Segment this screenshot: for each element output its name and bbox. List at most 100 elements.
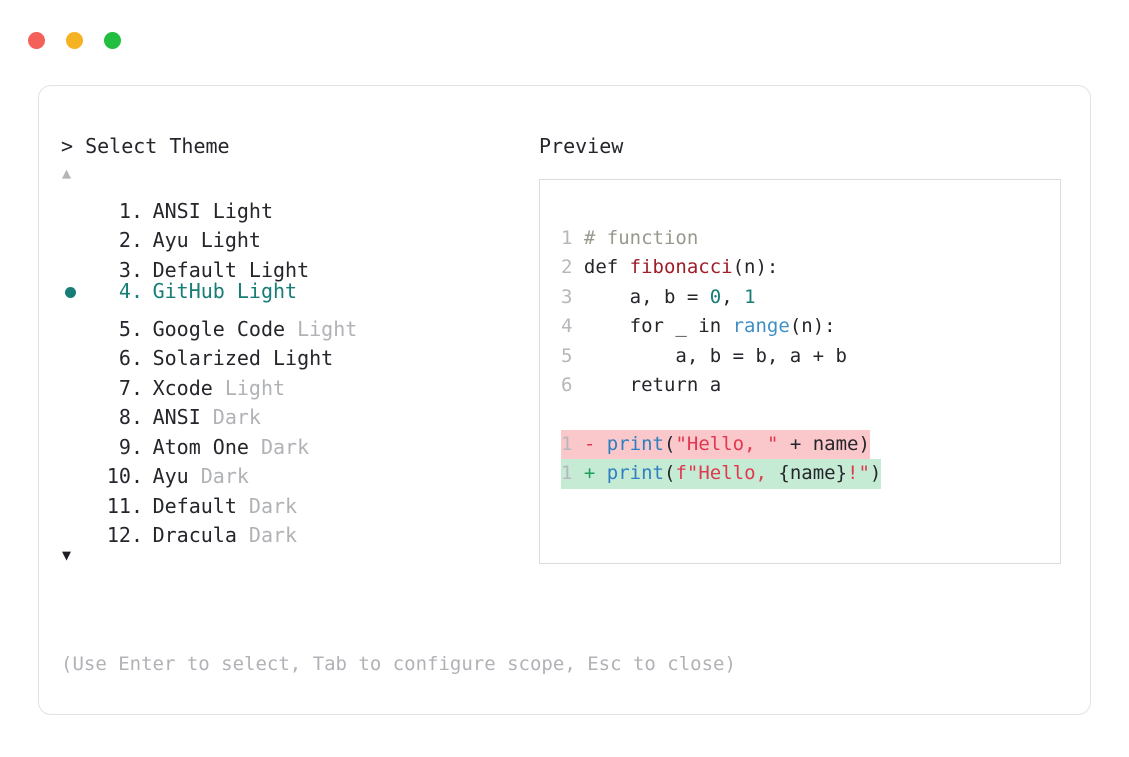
- theme-item-variant: Light: [200, 198, 274, 223]
- selected-bullet-icon: [65, 286, 76, 298]
- theme-list: 1.ANSI Light 2.Ayu Light 3.Default Light…: [61, 188, 531, 547]
- code-line: 5 a, b = b, a + b: [561, 342, 881, 371]
- theme-item-variant: Light: [224, 278, 298, 303]
- selection-indicator-cell: [61, 483, 91, 513]
- selection-indicator-cell: [61, 513, 91, 543]
- code-line: 3 a, b = 0, 1: [561, 283, 881, 312]
- theme-item-variant: Dark: [248, 434, 310, 459]
- diff-line-row: 1 + print(f"Hello, {name}!"): [561, 459, 882, 489]
- theme-item-name: Default: [152, 257, 237, 282]
- selection-indicator-cell: [61, 424, 91, 454]
- maximize-icon[interactable]: [104, 32, 121, 49]
- line-number: 1: [561, 432, 584, 455]
- theme-item-number: 8.: [106, 405, 143, 429]
- theme-item-name: Solarized: [152, 346, 261, 370]
- theme-item-name: Default: [152, 493, 237, 518]
- code-token: print: [606, 462, 664, 485]
- code-token: !": [847, 462, 870, 485]
- diff-sign: +: [583, 462, 607, 485]
- theme-list-item[interactable]: 1.ANSI Light: [61, 188, 531, 223]
- theme-item-number: 10.: [106, 464, 143, 488]
- selection-indicator-cell: [61, 306, 91, 336]
- theme-item-name: Atom One: [152, 434, 249, 459]
- panes: > Select Theme ▲ 1.ANSI Light 2.Ayu Ligh…: [39, 86, 1090, 714]
- preview-label: Preview: [539, 134, 624, 158]
- theme-item-name: GitHub: [152, 278, 225, 303]
- code-token: ): [869, 462, 882, 485]
- code-token: 1: [744, 285, 756, 308]
- theme-item-variant: Dark: [188, 464, 249, 488]
- code-token: # function: [583, 227, 699, 249]
- line-number: 5: [561, 344, 584, 367]
- theme-item-number: 1.: [106, 198, 143, 223]
- theme-item-variant: Light: [188, 228, 261, 252]
- selection-indicator-cell: [61, 395, 91, 425]
- theme-item-number: 11.: [106, 493, 143, 518]
- theme-item-name: Ayu: [152, 464, 189, 488]
- theme-item-variant: Light: [285, 316, 358, 341]
- theme-list-item[interactable]: 4.GitHub Light: [61, 277, 531, 307]
- scroll-up-icon[interactable]: ▲: [62, 164, 72, 182]
- diff-line-row: 1 - print("Hello, " + name): [561, 429, 881, 460]
- theme-list-item[interactable]: 8. ANSI Dark: [61, 395, 531, 429]
- theme-list-item[interactable]: 11.Default Dark: [61, 483, 531, 518]
- theme-list-item[interactable]: 7.Xcode Light: [61, 365, 531, 400]
- code-token: f"Hello,: [675, 462, 779, 485]
- selection-indicator-cell: [61, 365, 91, 395]
- code-token: range: [732, 315, 790, 338]
- line-number: 4: [561, 315, 584, 338]
- theme-item-variant: Light: [236, 257, 310, 282]
- keyboard-hint: (Use Enter to select, Tab to configure s…: [61, 653, 736, 675]
- minimize-icon[interactable]: [66, 32, 83, 49]
- code-token: a, b =: [583, 285, 710, 308]
- theme-list-item[interactable]: 12.Dracula Dark: [61, 513, 531, 547]
- page-title: > Select Theme: [61, 132, 531, 160]
- theme-item-number: 6.: [106, 346, 143, 370]
- selection-indicator-cell: [61, 247, 91, 277]
- theme-item-number: 5.: [106, 316, 143, 341]
- window-traffic-lights: [28, 32, 121, 49]
- theme-list-item[interactable]: 5. Google Code Light: [61, 306, 531, 341]
- selection-indicator-cell: [61, 218, 91, 248]
- theme-list-pane: > Select Theme ▲ 1.ANSI Light 2.Ayu Ligh…: [61, 132, 531, 568]
- select-theme-label: Select Theme: [85, 134, 230, 158]
- line-number: 2: [561, 256, 584, 279]
- theme-list-item[interactable]: 3. Default Light: [61, 247, 531, 282]
- scroll-down-icon[interactable]: ▼: [62, 546, 72, 564]
- theme-list-item[interactable]: 9.Atom One Dark: [61, 424, 531, 459]
- code-token: for _ in: [583, 315, 733, 338]
- theme-item-number: 3.: [106, 257, 143, 282]
- theme-item-name: Dracula: [152, 523, 237, 547]
- theme-item-name: Xcode: [152, 375, 213, 400]
- code-token: a, b = b, a + b: [583, 344, 847, 367]
- theme-list-item[interactable]: 2.Ayu Light: [61, 218, 531, 252]
- line-number: 1: [561, 462, 584, 485]
- diff-line-add: 1 + print(f"Hello, {name}!"): [561, 459, 882, 489]
- theme-list-item[interactable]: 6.Solarized Light: [61, 336, 531, 370]
- theme-item-number: 7.: [106, 375, 143, 400]
- code-token: print: [606, 432, 664, 455]
- code-token: (n):: [732, 256, 779, 279]
- theme-selector-card: > Select Theme ▲ 1.ANSI Light 2.Ayu Ligh…: [38, 85, 1091, 715]
- diff-sign: -: [583, 432, 607, 455]
- theme-item-number: 2.: [106, 228, 143, 252]
- theme-item-variant: Dark: [200, 405, 261, 429]
- code-token: def: [583, 256, 630, 279]
- code-line: 4 for _ in range(n):: [561, 312, 881, 341]
- code-token: + name): [778, 432, 870, 455]
- selection-indicator-cell: [61, 188, 91, 218]
- code-spacer: [561, 400, 881, 429]
- close-icon[interactable]: [28, 32, 45, 49]
- code-line: 6 return a: [561, 371, 881, 400]
- code-token: return a: [583, 373, 722, 396]
- theme-item-name: Google Code: [152, 316, 286, 341]
- theme-list-item[interactable]: 10. Ayu Dark: [61, 454, 531, 488]
- line-number: 1: [561, 227, 584, 249]
- diff-line-del: 1 - print("Hello, " + name): [561, 429, 870, 460]
- code-token: ,: [721, 285, 745, 308]
- theme-item-name: ANSI: [152, 405, 201, 429]
- prompt-caret-icon: >: [61, 134, 74, 158]
